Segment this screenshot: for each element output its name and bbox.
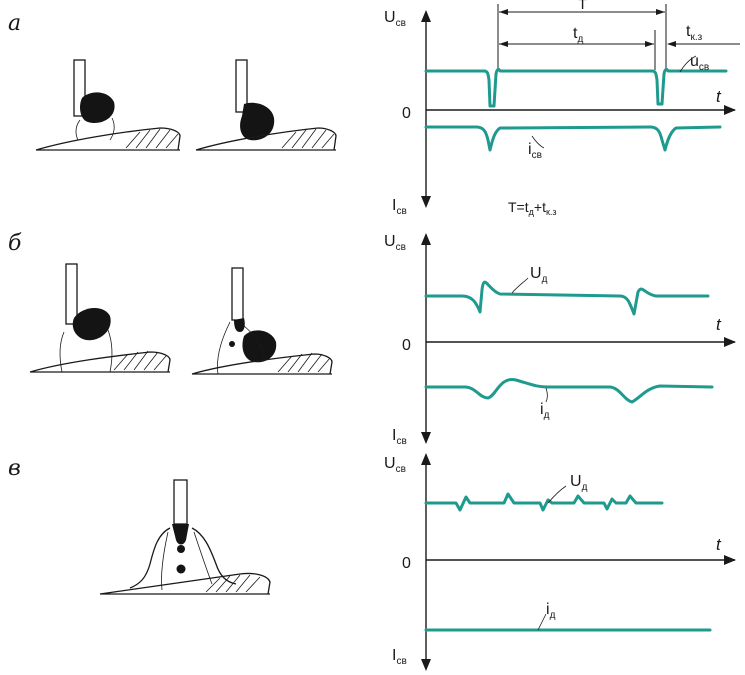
- sketch-c-spray-arc: [99, 479, 271, 595]
- period-label: T: [578, 0, 587, 13]
- sketch-b-droplet-detach: [191, 267, 333, 375]
- voltage-waveform-b: [424, 280, 710, 316]
- axes-a: [421, 10, 736, 208]
- i-leader-a: [531, 135, 545, 149]
- period-formula: T=tд+tк.з: [508, 199, 557, 217]
- axis-label-zero: 0: [402, 105, 411, 122]
- weld-bead-hatch: [281, 128, 335, 149]
- electrode: [73, 59, 86, 117]
- base-metal: [29, 351, 171, 373]
- axis-label-u: Uсв: [384, 455, 406, 475]
- dimension-lines-a: [497, 4, 740, 70]
- weld-bead-hatch: [205, 574, 261, 593]
- axis-label-zero: 0: [402, 555, 411, 572]
- axis-label-t: t: [716, 315, 722, 334]
- electrode: [173, 479, 188, 525]
- row-letter-c: в: [8, 456, 21, 481]
- u-leader-c: [547, 485, 567, 504]
- axes-c: [421, 453, 736, 671]
- axis-label-u: Uсв: [384, 9, 406, 29]
- row-letter-b: б: [8, 231, 22, 256]
- axis-label-i: Iсв: [392, 647, 407, 667]
- voltage-waveform-a: [424, 67, 728, 108]
- u-leader-a: [679, 55, 697, 73]
- curve-label-u-a: uсв: [690, 53, 709, 73]
- curve-label-i-b: iд: [540, 401, 550, 421]
- axis-label-i: Iсв: [392, 197, 407, 217]
- base-metal: [195, 127, 337, 151]
- arc-outline: [75, 117, 115, 141]
- base-metal: [35, 127, 181, 151]
- row-letter-a: а: [8, 11, 21, 36]
- electrode: [65, 263, 78, 325]
- arc-outline: [217, 321, 265, 375]
- electrode: [235, 59, 248, 113]
- sketch-a-short-circuit: [195, 59, 337, 151]
- curve-label-i-c: iд: [546, 601, 556, 621]
- tkz-label: tк.з: [686, 23, 703, 43]
- detached-droplet: [242, 330, 277, 363]
- droplet: [240, 102, 275, 141]
- td-label: tд: [573, 25, 583, 45]
- axes-b: [421, 233, 736, 444]
- axis-label-i: Iсв: [392, 427, 407, 447]
- u-leader-b: [511, 277, 529, 294]
- current-waveform-b: [424, 378, 714, 404]
- sketch-b-large-droplet: [29, 263, 171, 373]
- small-droplet: [229, 341, 235, 347]
- spray-droplet: [177, 545, 185, 553]
- base-metal: [99, 572, 271, 595]
- droplet: [72, 307, 111, 341]
- i-leader-c: [537, 613, 547, 631]
- droplet: [80, 92, 115, 124]
- electrode: [231, 267, 244, 321]
- weld-bead-hatch: [113, 350, 167, 371]
- axis-label-t: t: [716, 535, 722, 554]
- arc-outline: [59, 329, 113, 373]
- current-waveform-a: [424, 125, 722, 152]
- axis-label-u: Uсв: [384, 233, 406, 253]
- axis-label-zero: 0: [402, 337, 411, 354]
- weld-bead-hatch: [125, 128, 179, 149]
- curve-label-u-b: Uд: [530, 265, 548, 285]
- i-arrow: [421, 196, 431, 208]
- axis-label-t: t: [716, 87, 722, 106]
- i-leader-b: [545, 387, 548, 403]
- curve-label-i-a: iсв: [528, 141, 542, 161]
- sketch-a-droplet-growing: [35, 59, 181, 151]
- arc-cone-outline: [129, 527, 237, 589]
- neck-droplet: [234, 318, 245, 332]
- base-metal: [191, 353, 333, 375]
- voltage-waveform-c: [424, 492, 664, 512]
- electrode-tip: [172, 524, 189, 545]
- curve-label-u-c: Uд: [570, 473, 588, 493]
- spray-droplet: [176, 564, 186, 574]
- t-arrow: [724, 105, 736, 115]
- u-arrow: [421, 10, 431, 22]
- weld-bead-hatch: [277, 352, 331, 373]
